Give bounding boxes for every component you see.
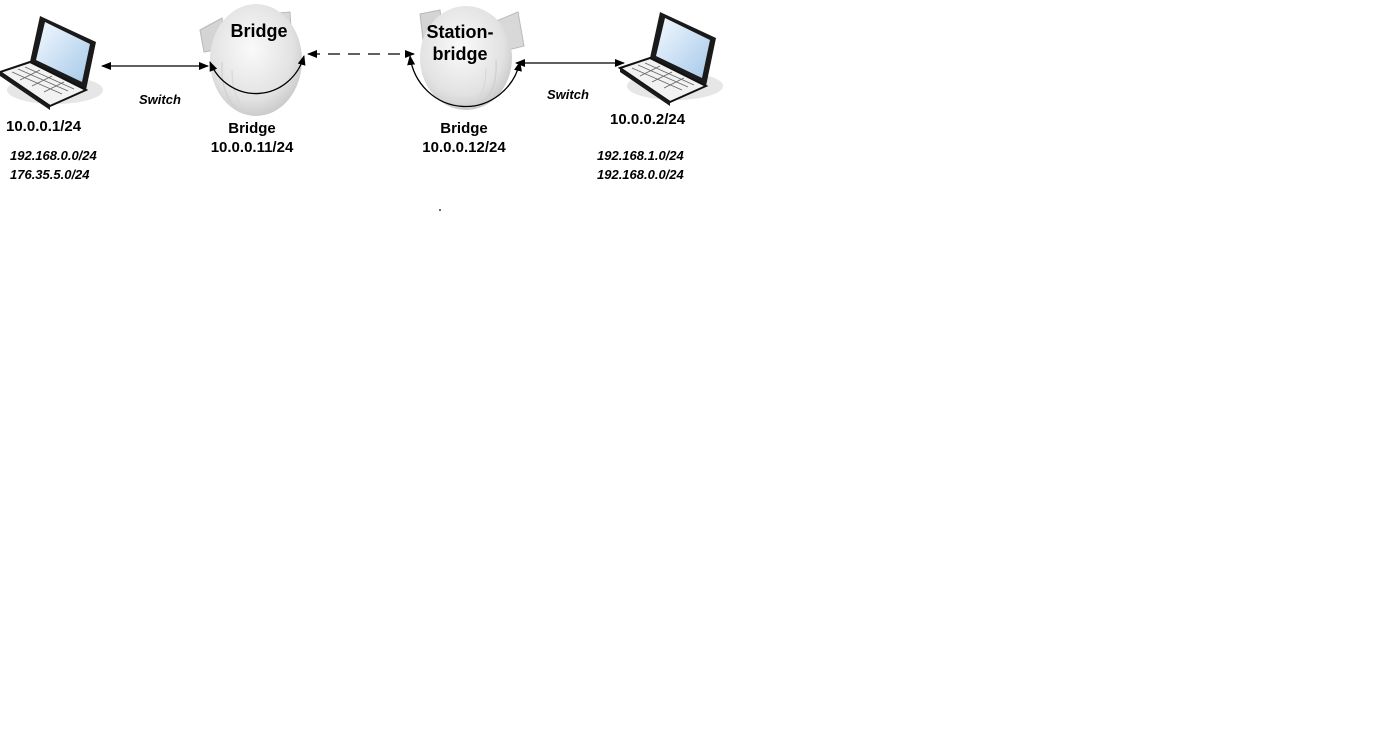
left-laptop-ip: 10.0.0.1/24 (6, 118, 82, 135)
right-bridge-arc (407, 55, 522, 108)
right-laptop-route: 192.168.1.0/24 (597, 148, 684, 163)
left-bridge-arc (209, 55, 306, 95)
left-bridge-interface-ip: 10.0.0.11/24 (210, 139, 294, 156)
right-link-label: Switch (547, 87, 589, 102)
right-device-title-line2: bridge (432, 44, 488, 64)
right-bridge-interface-label: Bridge (440, 120, 488, 137)
right-device-title-line1: Station- (426, 22, 494, 42)
left-device-title: Bridge (230, 21, 288, 41)
left-laptop-route: 176.35.5.0/24 (10, 167, 90, 182)
left-bridge-interface-label: Bridge (228, 120, 276, 137)
right-bridge-interface-ip: 10.0.0.12/24 (422, 139, 506, 156)
laptop-icon (0, 16, 103, 110)
right-laptop-ip: 10.0.0.2/24 (610, 111, 686, 128)
stray-dot (439, 209, 441, 211)
left-link-label: Switch (139, 92, 181, 107)
left-laptop-route: 192.168.0.0/24 (10, 148, 97, 163)
laptop-icon (617, 12, 723, 106)
right-laptop-route: 192.168.0.0/24 (597, 167, 684, 182)
